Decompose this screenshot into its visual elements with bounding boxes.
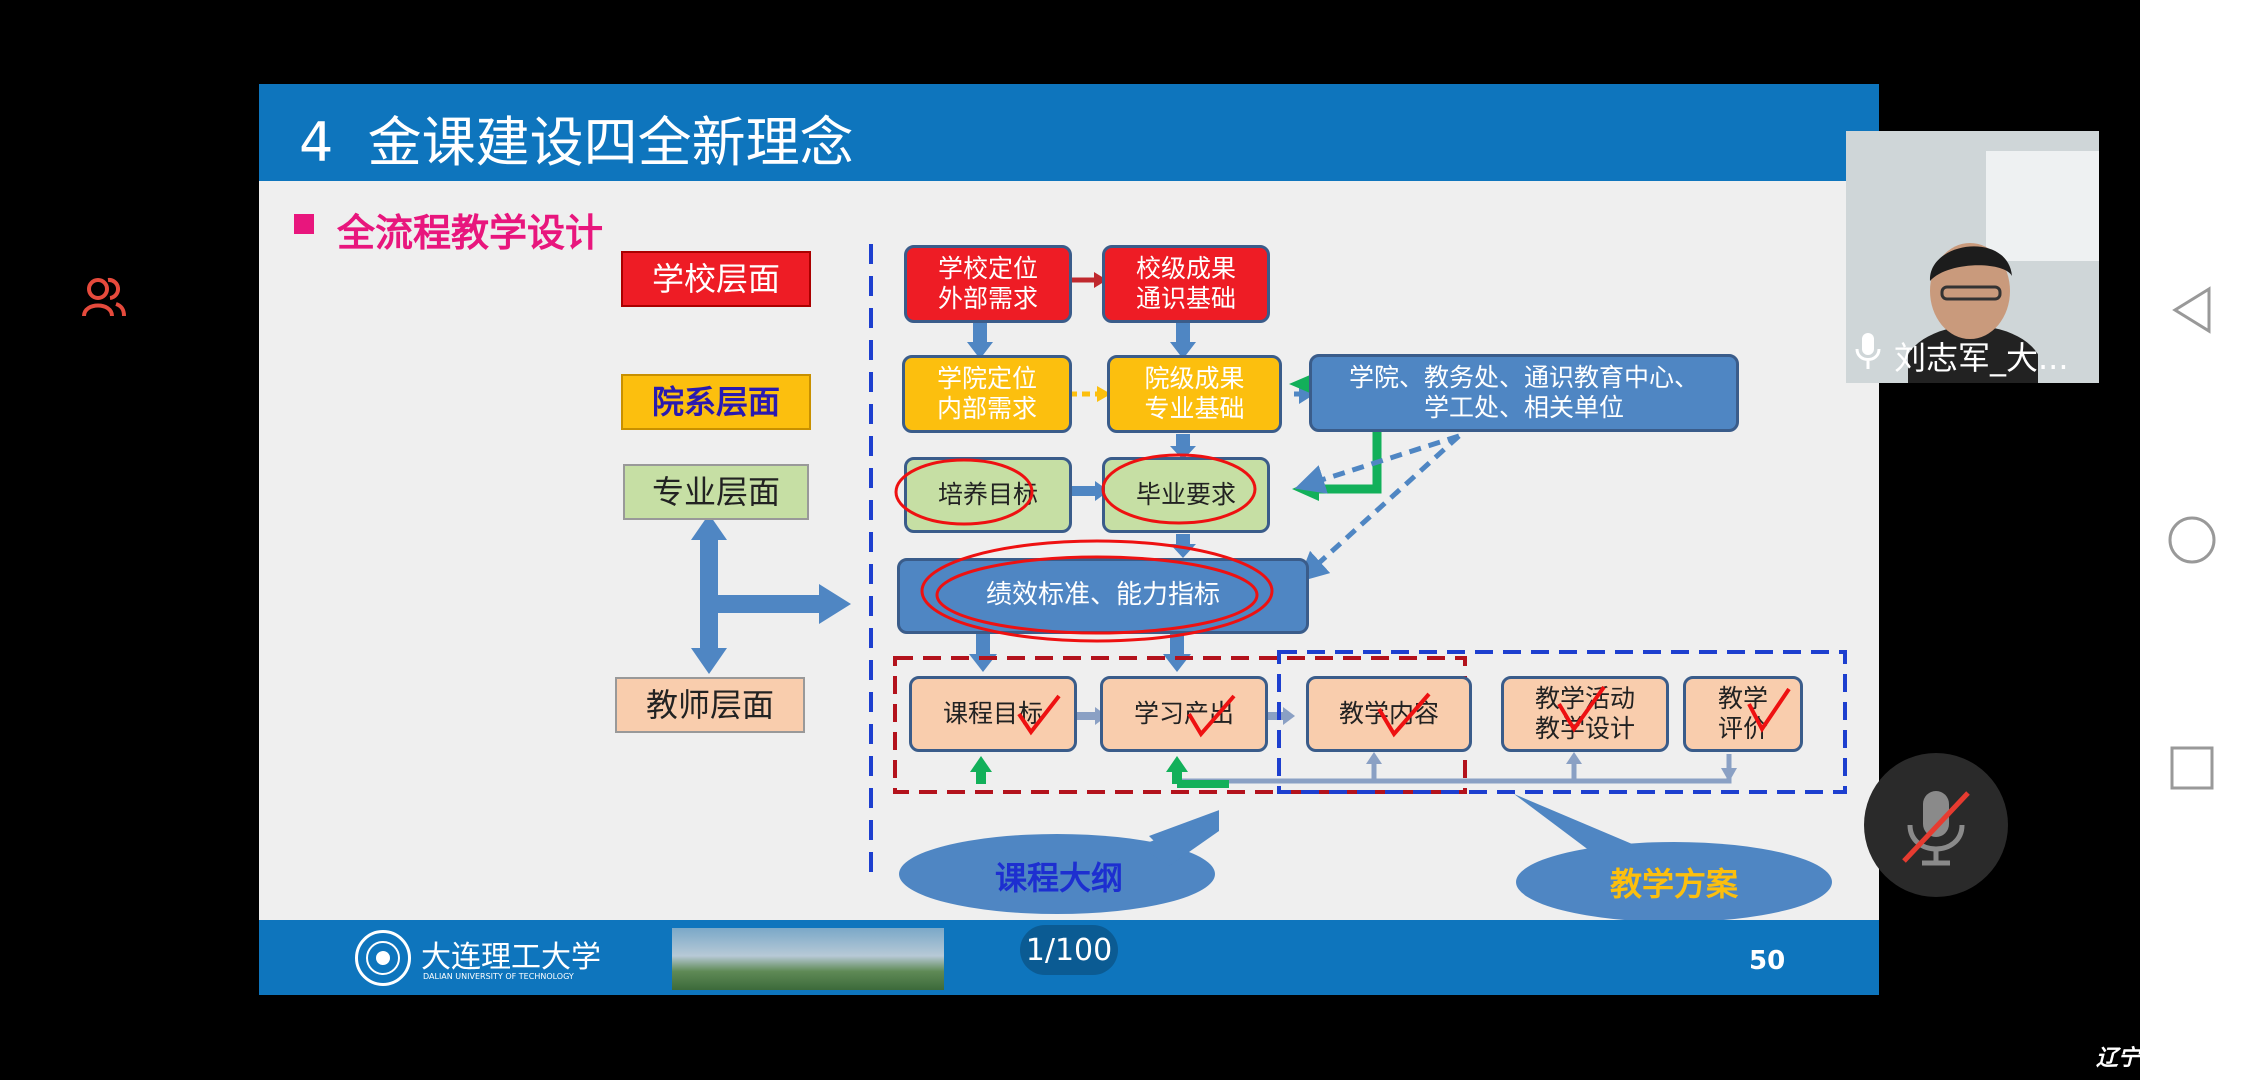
university-name: 大连理工大学	[421, 940, 601, 975]
bullet-square-icon	[294, 214, 314, 234]
thumbnail-mic-icon	[1854, 331, 1882, 371]
mic-muted-button[interactable]	[1864, 753, 2008, 897]
box-school-position: 学校定位 外部需求	[904, 245, 1072, 323]
page-indicator: 1/100	[1020, 925, 1118, 975]
watermark-text: 辽宁师范大学	[2096, 1046, 2229, 1071]
recents-square-icon[interactable]	[2140, 745, 2244, 791]
bubble-plan-shape	[1514, 794, 1834, 924]
box-school-outcome: 校级成果 通识基础	[1102, 245, 1270, 323]
participants-icon[interactable]	[80, 272, 128, 320]
university-logo	[355, 930, 411, 986]
system-navigation-bar	[2140, 0, 2244, 1080]
box-college-outcome: 院级成果 专业基础	[1107, 355, 1282, 433]
box-course-goal: 课程目标	[909, 676, 1077, 752]
section-title: 全流程教学设计	[337, 211, 604, 255]
participant-video-thumbnail[interactable]	[1846, 131, 2099, 383]
presentation-slide: 4 金课建设四全新理念 全流程教学设计	[259, 84, 1879, 995]
university-name-en: DALIAN UNIVERSITY OF TECHNOLOGY	[423, 972, 574, 981]
slide-page-number: 50	[1749, 946, 1786, 976]
box-evaluation: 教学 评价	[1683, 676, 1803, 752]
back-triangle-icon[interactable]	[2140, 285, 2244, 335]
mic-muted-icon	[1902, 791, 1970, 866]
video-background-window	[1986, 151, 2099, 261]
level-major: 专业层面	[623, 464, 809, 520]
level-dept: 院系层面	[621, 374, 811, 430]
box-teaching-content: 教学内容	[1306, 676, 1472, 752]
level-school: 学校层面	[621, 251, 811, 307]
level-teacher: 教师层面	[615, 677, 805, 733]
slide-title: 4 金课建设四全新理念	[299, 111, 854, 174]
campus-photo	[672, 928, 944, 990]
home-circle-icon[interactable]	[2140, 515, 2244, 565]
box-departments: 学院、教务处、通识教育中心、 学工处、相关单位	[1309, 354, 1739, 432]
bubble-plan: 教学方案	[1609, 865, 1738, 903]
box-graduation-requirement: 毕业要求	[1102, 457, 1270, 533]
participant-name: 刘志军_大...	[1894, 339, 2069, 377]
box-college-position: 学院定位 内部需求	[902, 355, 1072, 433]
annotation-layer	[259, 84, 1879, 995]
slide-header: 4 金课建设四全新理念	[259, 84, 1879, 181]
bubble-syllabus: 课程大纲	[994, 859, 1123, 897]
participant-avatar	[1903, 221, 2043, 383]
